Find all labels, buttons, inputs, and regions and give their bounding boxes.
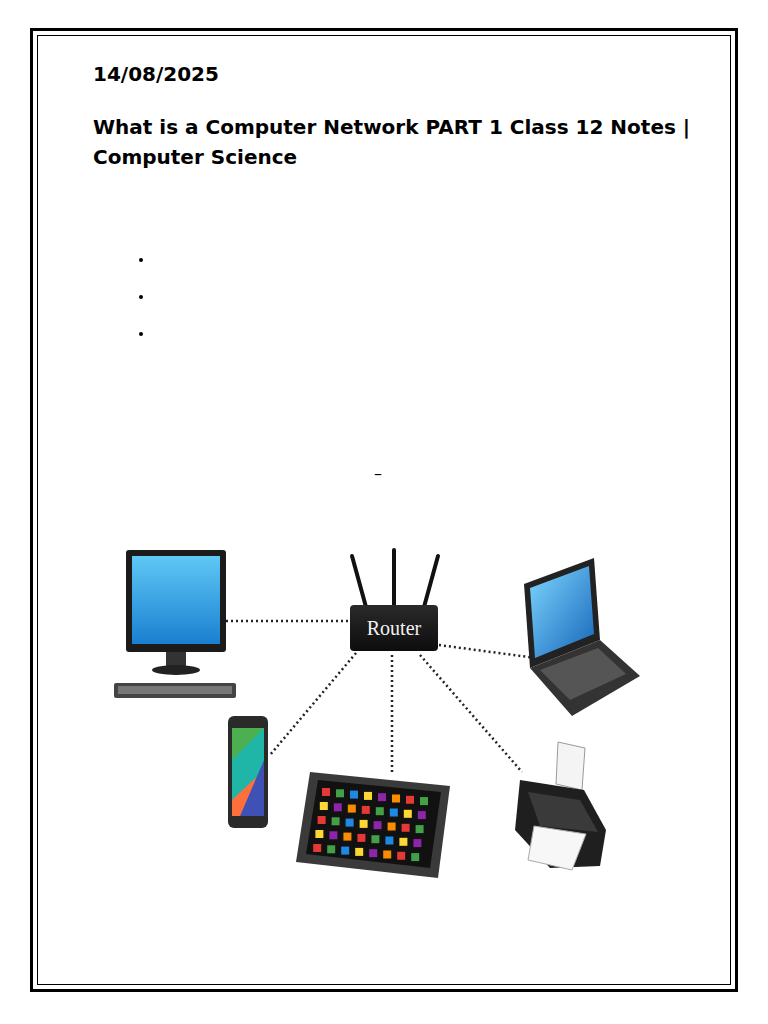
monitor-icon: [114, 550, 236, 698]
date-label: 14/08/2025: [93, 62, 219, 86]
router-box: Router: [350, 605, 438, 651]
phone-icon: [228, 716, 268, 828]
page-title: What is a Computer Network PART 1 Class …: [93, 112, 703, 172]
tablet-icon: [296, 772, 450, 878]
printer-icon: [515, 742, 606, 870]
router-label: Router: [367, 617, 421, 640]
tablet-app-icons: [313, 788, 428, 861]
laptop-icon: [524, 558, 640, 716]
bullet-dots: [139, 258, 143, 336]
dash-mark: –: [374, 464, 382, 483]
router-antennas: [352, 550, 438, 607]
